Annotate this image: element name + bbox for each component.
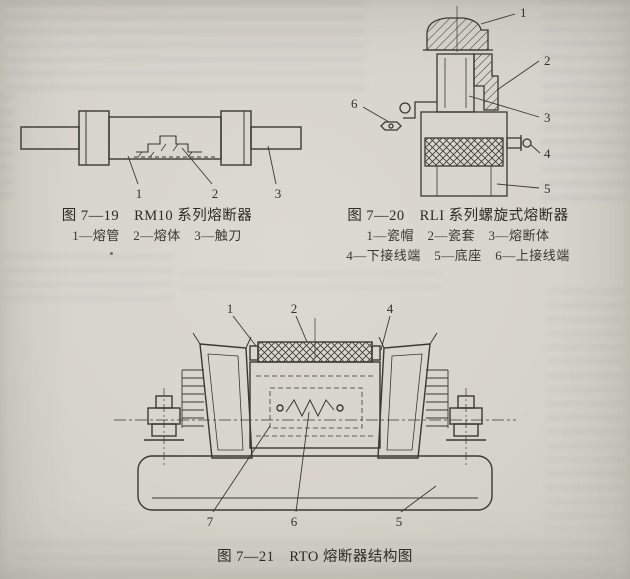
fuse-element-detail — [276, 398, 344, 418]
end-cap-right — [220, 110, 252, 166]
lower-terminal-bolt — [506, 135, 532, 151]
right-terminal-bolt — [446, 388, 486, 466]
left-contact-bracket — [192, 332, 253, 459]
callout-3: 3 — [275, 186, 282, 201]
callout-labels: 1 2 3 — [136, 186, 282, 201]
leader-lines — [127, 145, 277, 185]
fig-7-19-title: 图 7—19 RM10 系列熔断器 — [61, 208, 253, 224]
bleedthrough-ghost-text — [180, 272, 440, 298]
callout-1: 1 — [136, 186, 143, 201]
callout-5: 5 — [396, 514, 403, 529]
figure-7-20-caption: 图 7—20 RLI 系列螺旋式熔断器 1—瓷帽 2—瓷套 3—熔断体 4—下接… — [338, 206, 578, 266]
figure-7-21-caption: 图 7—21 RTO 熔断器结构图 — [160, 547, 470, 567]
porcelain-cap — [426, 17, 489, 51]
fig-7-20-title: 图 7—20 RLI 系列螺旋式熔断器 — [347, 208, 569, 224]
callout-6: 6 — [291, 514, 298, 529]
callout-4: 4 — [544, 146, 551, 161]
callout-2: 2 — [212, 186, 219, 201]
fuse-indicator-cap — [249, 341, 381, 363]
end-cap-left — [78, 110, 110, 166]
callout-7: 7 — [207, 514, 214, 529]
callout-4: 4 — [387, 301, 394, 316]
bleedthrough-ghost-text — [6, 2, 366, 90]
fig-7-21-title: 图 7—21 RTO 熔断器结构图 — [217, 549, 413, 565]
lower-terminal-block — [424, 137, 504, 167]
right-contact-bracket — [377, 332, 438, 459]
callout-labels: 1 2 3 4 5 6 — [351, 5, 551, 196]
base-block — [420, 111, 508, 197]
fuse-cartridge — [436, 53, 475, 113]
blade-contact-left — [20, 126, 80, 150]
fig-7-20-legend1: 1—瓷帽 2—瓷套 3—熔断体 — [366, 228, 550, 243]
right-contact-fins — [426, 369, 449, 428]
fuse-tube — [108, 116, 222, 160]
callout-1: 1 — [520, 5, 527, 20]
fuse-tube-body — [249, 361, 381, 449]
bleedthrough-ghost-text — [0, 96, 14, 206]
ceramic-sleeve — [473, 53, 499, 111]
callout-2: 2 — [544, 53, 551, 68]
figure-7-20-drawing: 1 2 3 4 5 6 — [351, 5, 551, 197]
callout-labels: 1 2 4 7 6 5 — [207, 301, 403, 529]
leader-lines — [362, 13, 541, 189]
bleedthrough-ghost-text — [546, 290, 624, 530]
figure-7-21-drawing: 1 2 4 7 6 5 — [114, 301, 516, 529]
scan-artifact-dot — [110, 252, 113, 255]
leader-lines — [212, 315, 437, 513]
fig-7-19-legend: 1—熔管 2—熔体 3—触刀 — [72, 228, 242, 243]
callout-1: 1 — [227, 301, 234, 316]
figure-7-19-caption: 图 7—19 RM10 系列熔断器 1—熔管 2—熔体 3—触刀 — [28, 206, 286, 246]
bleedthrough-ghost-text — [4, 255, 174, 301]
blade-contact-right — [250, 126, 302, 150]
callout-2: 2 — [291, 301, 298, 316]
left-contact-fins — [181, 369, 204, 428]
callout-6: 6 — [351, 96, 358, 111]
upper-terminal — [380, 101, 437, 131]
callout-3: 3 — [544, 110, 551, 125]
left-terminal-bolt — [144, 388, 184, 466]
callout-5: 5 — [544, 181, 551, 196]
figure-7-19-drawing: 1 2 3 — [20, 110, 302, 201]
fig-7-20-legend2: 4—下接线端 5—底座 6—上接线端 — [346, 248, 570, 263]
rm10-fuse-body — [20, 110, 302, 166]
fuse-element-cutaway — [134, 135, 218, 158]
mounting-base — [137, 455, 493, 511]
